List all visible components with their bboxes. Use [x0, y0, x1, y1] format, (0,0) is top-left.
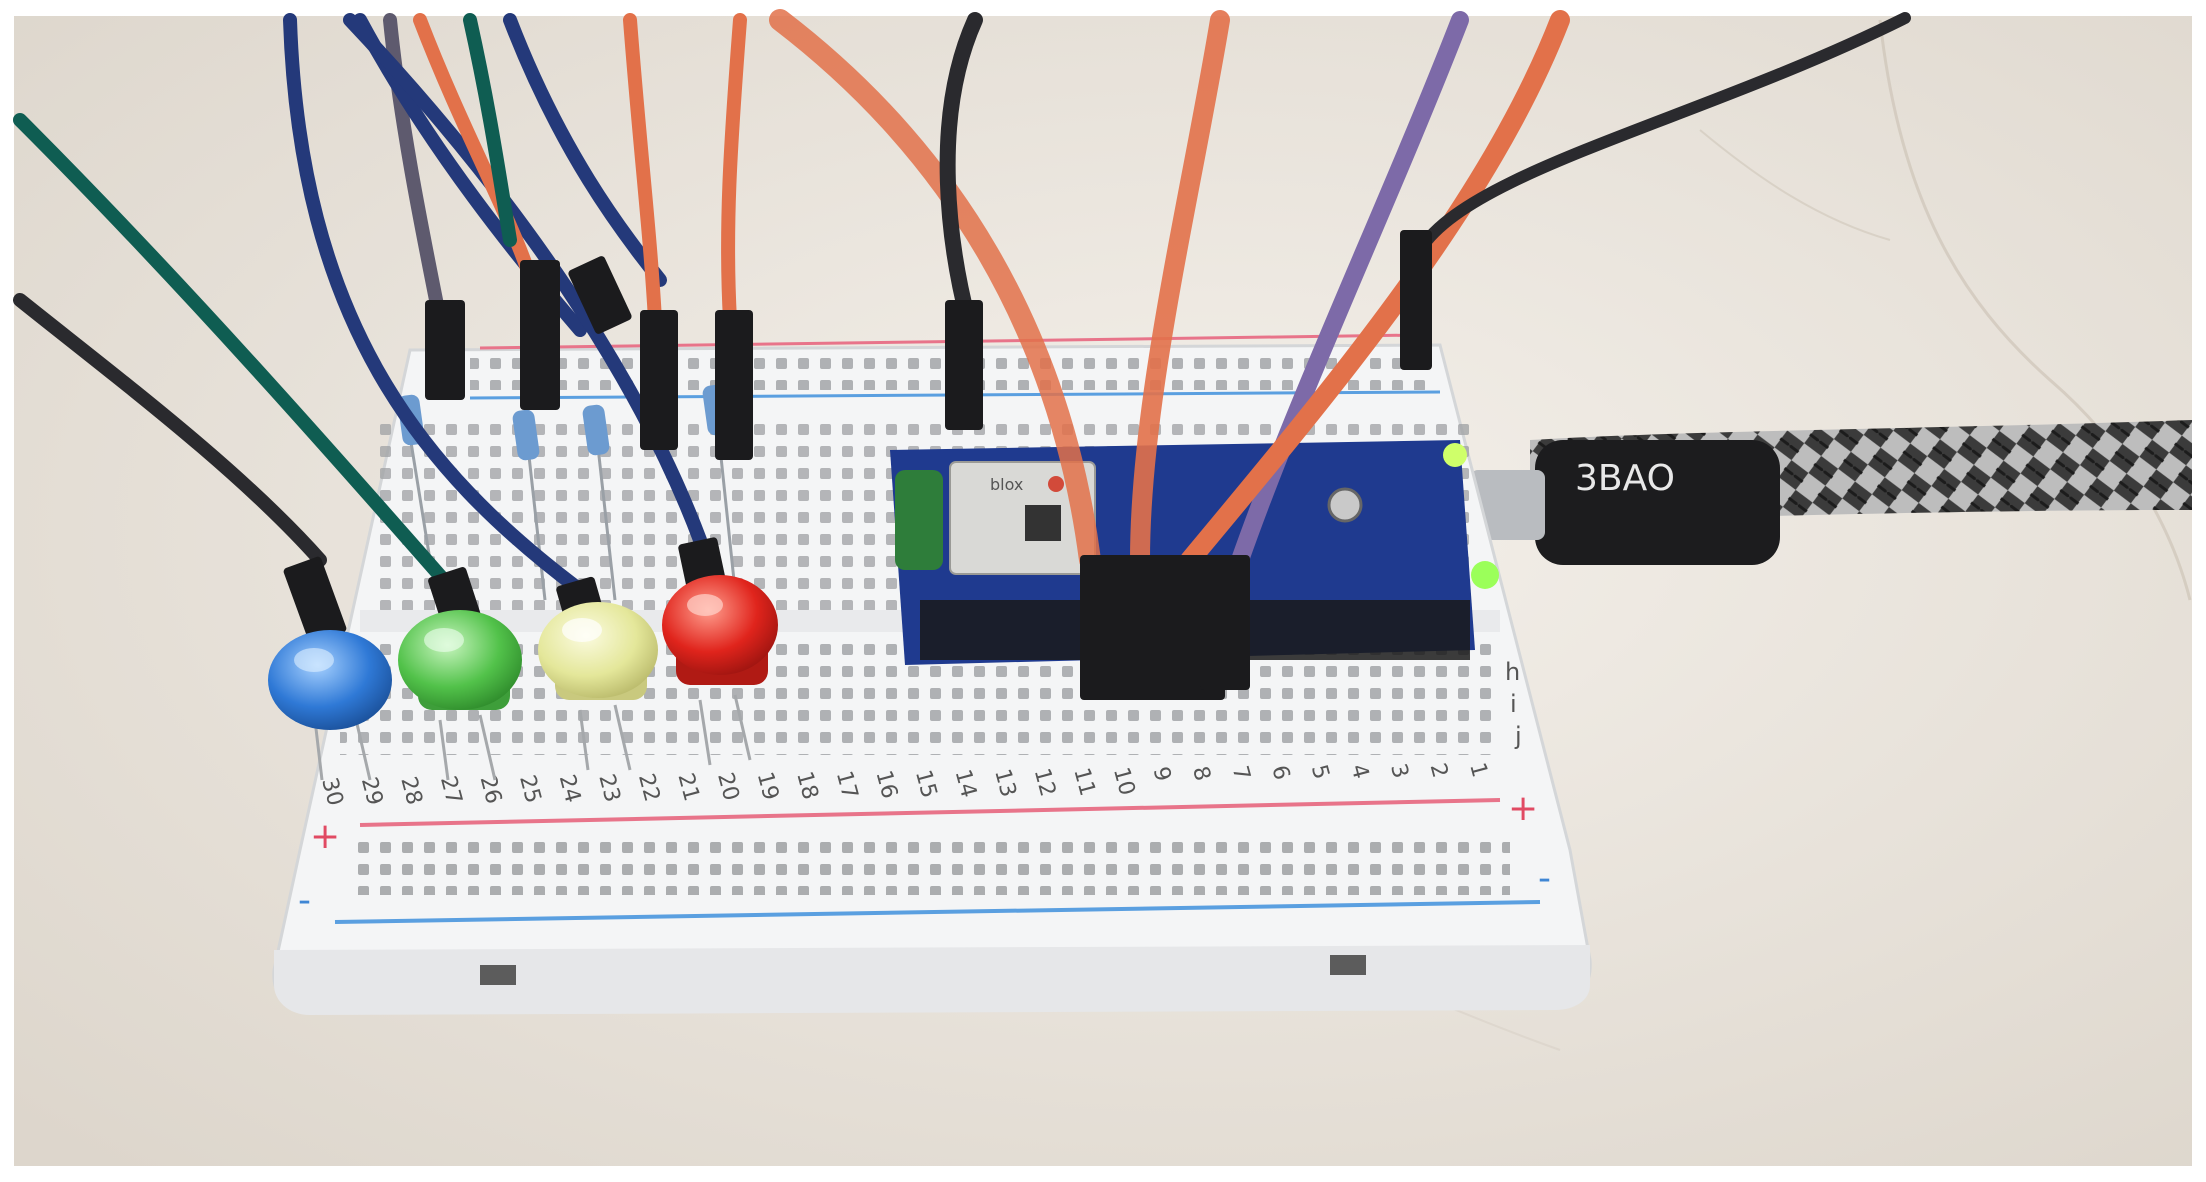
- resistor: [512, 409, 547, 601]
- bottom-rail-holes: [355, 835, 1510, 895]
- module-brand-label: blox: [990, 475, 1023, 494]
- jumper-connector: [640, 310, 678, 450]
- reset-button: [1327, 487, 1363, 523]
- jumper-connector: [425, 300, 465, 400]
- status-led: [1471, 561, 1499, 589]
- jumper-connector: [1400, 230, 1432, 370]
- usb-plug-metal: [1470, 470, 1545, 540]
- column-number: 5: [1306, 762, 1334, 782]
- microcontroller-board: blox: [890, 440, 1499, 665]
- bottom-negative-rail-line: [334, 900, 1541, 924]
- wire-orange-3: [721, 13, 747, 327]
- plus-sign-right: +: [1508, 788, 1538, 829]
- jumper-connector: [1200, 555, 1250, 690]
- wire-navy-3: [343, 13, 707, 547]
- breadboard-slot-left: [480, 965, 516, 985]
- jumper-connector: [568, 256, 632, 334]
- column-number: 1: [1464, 760, 1492, 780]
- usb-cable: 3BAO: [1470, 420, 2192, 565]
- jumper-connector: [283, 556, 347, 644]
- wire-purple: [1231, 11, 1469, 569]
- led-red: [662, 575, 778, 766]
- module-qr: [1025, 505, 1061, 541]
- usb-cable-brand: 3BAO: [1575, 458, 1675, 499]
- power-led: [1443, 443, 1467, 467]
- wire-orange-blurred: [769, 9, 1101, 571]
- row-letter-j: j: [1514, 722, 1522, 750]
- resistor: [582, 404, 617, 601]
- led-blue: [268, 630, 392, 781]
- module-logo-dot: [1048, 476, 1064, 492]
- breadboard-slot-right: [1330, 955, 1366, 975]
- wire-navy-4: [503, 13, 667, 287]
- wire-teal-2: [463, 13, 517, 247]
- plus-sign-left: +: [310, 816, 340, 857]
- wire-teal-left: [13, 113, 477, 617]
- column-number: 8: [1187, 764, 1215, 784]
- wire-navy-1: [283, 13, 587, 597]
- jumper-connector: [715, 310, 753, 460]
- minus-sign-right: -: [1538, 858, 1551, 899]
- row-letter-i: i: [1510, 690, 1517, 718]
- wire-black-center: [939, 12, 983, 328]
- bottom-positive-rail-line: [359, 798, 1501, 827]
- wire-orange-center: [1130, 10, 1230, 570]
- jumper-connector: [945, 300, 983, 430]
- usb-connector-housing: [1535, 440, 1780, 565]
- row-letter-h: h: [1505, 658, 1520, 686]
- jumper-connector: [520, 260, 560, 410]
- column-number: 2: [1425, 761, 1453, 781]
- column-number: 6: [1266, 763, 1294, 783]
- column-number: 7: [1227, 763, 1255, 783]
- column-number: 4: [1345, 762, 1373, 782]
- wire-orange-2: [623, 13, 662, 327]
- wire-black-left: [13, 293, 327, 567]
- wire-black-right: [1414, 12, 1911, 256]
- led-green: [398, 610, 522, 781]
- jumper-connector: [1080, 555, 1225, 700]
- column-number: 3: [1385, 761, 1413, 781]
- antenna-chip: [895, 470, 943, 570]
- minus-sign-left: -: [298, 880, 311, 921]
- column-number: 9: [1148, 764, 1176, 784]
- led-yellow: [538, 602, 658, 771]
- breadboard-front-edge: [274, 945, 1590, 1015]
- leds: [268, 575, 778, 781]
